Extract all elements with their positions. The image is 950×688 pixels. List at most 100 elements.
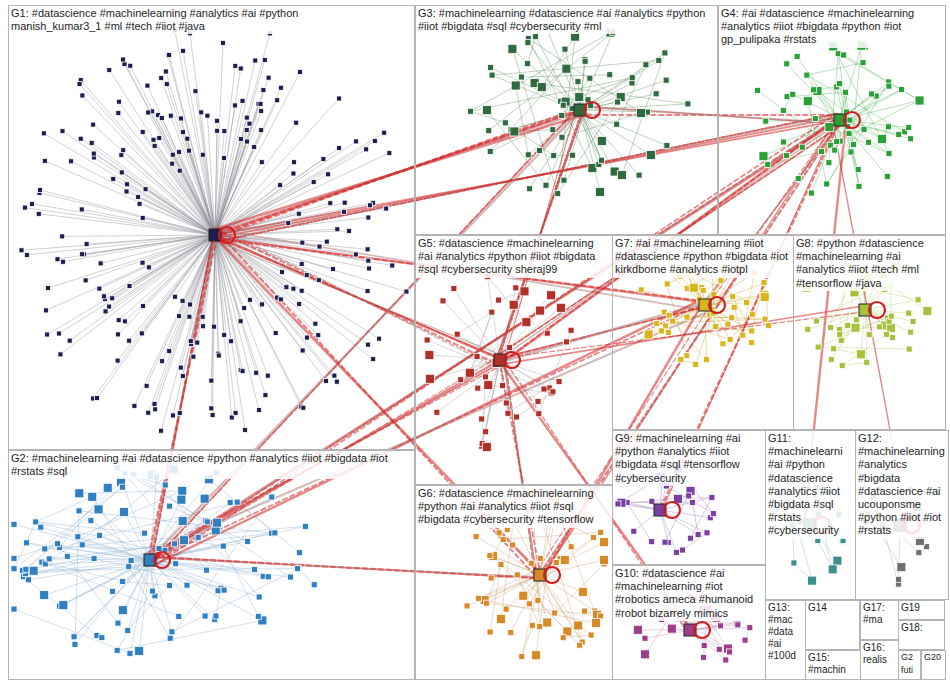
vertex-icon: [489, 72, 495, 78]
vertex-icon: [177, 168, 182, 173]
vertex-icon: [454, 331, 460, 337]
vertex-icon: [525, 61, 531, 67]
vertex-icon: [489, 309, 495, 315]
vertex-icon: [125, 627, 131, 633]
group-label: G17: #ma: [861, 601, 898, 627]
vertex-icon: [424, 337, 430, 343]
group-edge: [118, 113, 215, 235]
group-edge: [865, 310, 909, 313]
vertex-icon: [784, 152, 790, 158]
group-edge: [92, 143, 215, 235]
vertex-icon: [701, 643, 707, 649]
vertex-icon: [180, 48, 185, 53]
group-edge: [471, 33, 611, 112]
group-box: G1: #datascience #machinelearning #analy…: [8, 5, 415, 450]
vertex-icon: [853, 317, 859, 323]
vertex-icon: [177, 495, 186, 504]
group-edge: [471, 78, 633, 112]
vertex-icon: [640, 650, 649, 659]
group-edge: [82, 95, 215, 235]
vertex-icon: [178, 116, 183, 121]
vertex-icon: [886, 83, 892, 89]
vertex-icon: [228, 339, 233, 344]
vertex-icon: [42, 546, 48, 552]
intergroup-edge: [146, 229, 218, 565]
vertex-icon: [119, 152, 124, 157]
vertex-icon: [562, 46, 568, 52]
vertex-icon: [36, 211, 41, 216]
vertex-icon: [500, 536, 506, 542]
vertex-icon: [300, 348, 305, 353]
vertex-icon: [180, 298, 185, 303]
intergroup-edge: [209, 109, 585, 236]
vertex-icon: [555, 191, 561, 197]
group-label: G2: [899, 651, 915, 664]
vertex-icon: [828, 357, 834, 363]
vertex-icon: [115, 332, 120, 337]
group-edge: [14, 487, 122, 569]
vertex-icon: [425, 374, 434, 383]
vertex-icon: [259, 302, 264, 307]
vertex-icon: [529, 622, 535, 628]
vertex-icon: [128, 63, 133, 68]
vertex-icon: [636, 172, 642, 178]
group-edge: [831, 310, 865, 360]
group-edge: [59, 235, 215, 334]
vertex-icon: [188, 339, 193, 344]
group-edge: [44, 560, 150, 595]
vertex-icon: [240, 369, 245, 374]
vertex-icon: [866, 139, 872, 145]
group-edge: [123, 60, 215, 235]
vertex-icon: [805, 326, 811, 332]
group-box: G11: #machinelearni #ai #python #datasci…: [765, 430, 856, 600]
vertex-icon: [61, 259, 66, 264]
vertex-icon: [855, 166, 861, 172]
vertex-icon: [152, 143, 157, 148]
vertex-icon: [653, 91, 659, 97]
group-edge: [840, 120, 887, 176]
vertex-icon: [140, 129, 145, 134]
group-edge: [540, 575, 595, 611]
vertex-icon: [41, 131, 46, 136]
vertex-icon: [304, 273, 309, 278]
vertex-icon: [848, 149, 854, 155]
vertex-icon: [261, 88, 266, 93]
vertex-icon: [687, 535, 693, 541]
group-edge: [652, 496, 689, 501]
vertex-icon: [908, 329, 914, 335]
group-edge: [150, 560, 205, 616]
vertex-icon: [587, 75, 593, 81]
vertex-icon: [582, 58, 588, 64]
vertex-icon: [22, 205, 27, 210]
vertex-icon: [532, 34, 538, 40]
vertex-icon: [42, 158, 47, 163]
vertex-icon: [302, 523, 308, 529]
vertex-icon: [311, 582, 317, 588]
vertex-icon: [256, 408, 261, 413]
vertex-icon: [476, 595, 482, 601]
edge-layer: [14, 28, 927, 660]
vertex-icon: [364, 147, 369, 152]
vertex-icon: [213, 518, 222, 527]
group-edge: [63, 560, 150, 605]
group-edge: [162, 118, 215, 235]
vertex-icon: [629, 75, 635, 81]
vertex-icon: [749, 311, 755, 317]
vertex-icon: [166, 503, 172, 509]
group-box: G16: realis: [860, 640, 899, 680]
vertex-icon: [126, 564, 132, 570]
vertex-icon: [110, 588, 116, 594]
vertex-icon: [559, 134, 565, 140]
vertex-icon: [297, 302, 302, 307]
group-edge: [128, 560, 150, 630]
vertex-icon: [575, 93, 584, 102]
vertex-icon: [278, 183, 283, 188]
vertex-icon: [287, 574, 293, 580]
vertex-icon: [680, 547, 686, 553]
group-label: G3: #machinelearning #datascience #ai #a…: [416, 6, 712, 34]
vertex-icon: [754, 87, 760, 93]
vertex-icon: [780, 107, 786, 113]
group-edge: [169, 55, 215, 235]
group-edge: [123, 150, 215, 235]
vertex-icon: [121, 148, 126, 153]
